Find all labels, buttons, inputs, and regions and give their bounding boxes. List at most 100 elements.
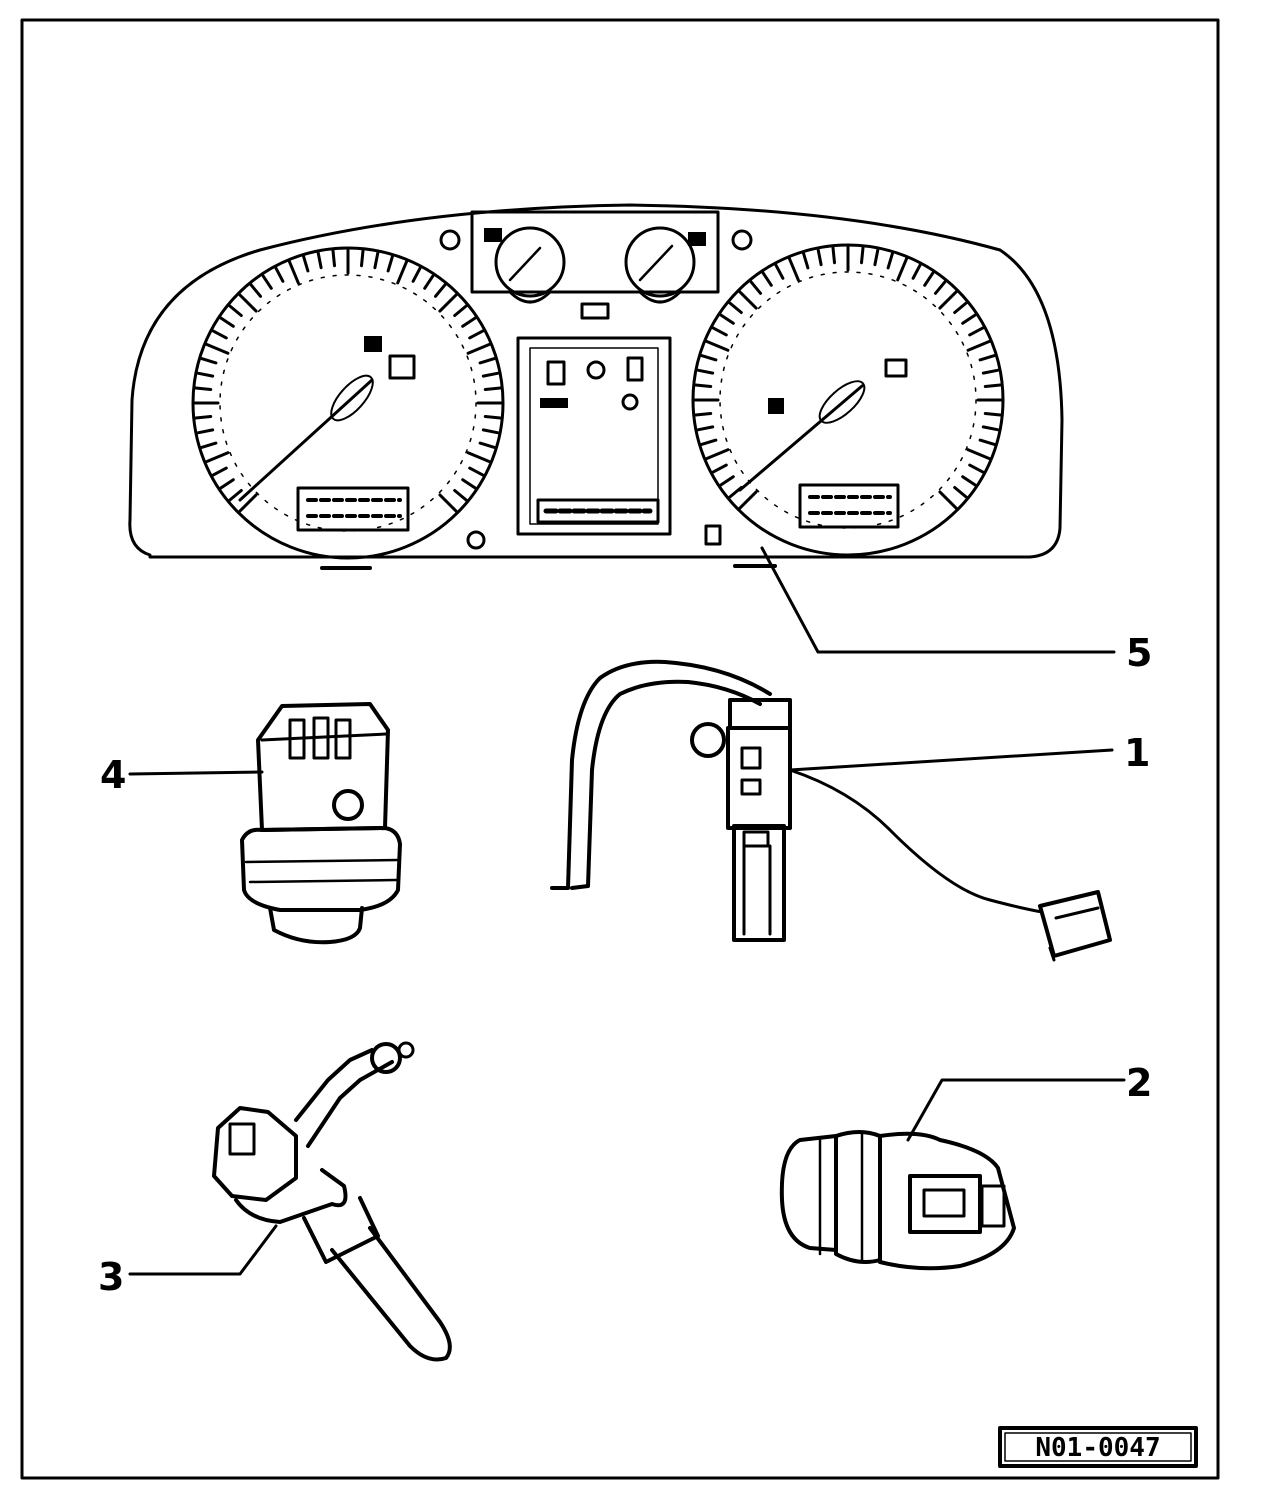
gauge-tick — [694, 412, 713, 417]
gauge-tick — [411, 266, 422, 283]
gauge-tick — [705, 339, 730, 352]
callout-label-4: 4 — [100, 753, 126, 797]
gauge-tick — [238, 293, 258, 313]
gauge-tick — [453, 489, 468, 502]
gauge-tick — [738, 490, 758, 510]
gauge-tick — [478, 357, 496, 365]
auxiliary-gauges — [470, 210, 720, 320]
gauge-tick — [761, 271, 773, 287]
instrument-cluster — [128, 203, 1064, 570]
gauge-tick — [453, 304, 468, 317]
gauge-tick — [966, 448, 991, 461]
gauge-tick — [466, 342, 491, 355]
gauge-tick — [711, 326, 728, 337]
gauge-tick — [953, 486, 968, 499]
gauge-tick — [238, 493, 258, 513]
gauge-tick — [802, 252, 810, 270]
gauge-tick — [953, 301, 968, 314]
gauge-tick — [860, 246, 865, 265]
gauge-tick — [468, 466, 485, 477]
gauge-tick — [205, 451, 230, 464]
gauge-tick — [331, 249, 336, 268]
gauge-tick — [938, 490, 958, 510]
part-1-sensor-with-cable — [550, 659, 1112, 962]
gauge-tick — [983, 412, 1002, 417]
gauge-tick — [981, 425, 1000, 432]
gauge-tick — [478, 441, 496, 449]
gauge-tick — [211, 466, 228, 477]
gauge-tick — [396, 260, 409, 285]
gauge-tick — [896, 257, 909, 282]
gauge-tick — [923, 271, 935, 287]
gauge-tick — [938, 290, 958, 310]
gauge-tick — [196, 428, 215, 435]
gauge-tick — [438, 293, 458, 313]
gauge-tick — [483, 415, 502, 420]
reference-code-box: N01-0047 — [998, 1426, 1198, 1468]
gauge-tick — [287, 260, 300, 285]
callout-label-1: 1 — [1124, 731, 1150, 775]
gauge-tick — [774, 263, 785, 280]
gauge-tick — [468, 329, 485, 340]
gauge-tick — [196, 371, 215, 378]
gauge-tick — [316, 251, 323, 270]
part-4-temperature-switch — [240, 702, 402, 945]
gauge-tick — [200, 357, 218, 365]
gauge-tick — [466, 451, 491, 464]
gauge-tick — [461, 478, 477, 490]
gauge-tick — [483, 386, 502, 391]
gauge-tick — [961, 475, 977, 487]
gauge-tick — [978, 438, 996, 446]
gauge-tick — [481, 428, 500, 435]
center-display — [516, 336, 672, 536]
gauge-tick — [302, 255, 310, 273]
gauge-tick — [968, 326, 985, 337]
gauge-tick — [983, 383, 1002, 388]
gauge-tick — [886, 252, 894, 270]
gauge-tick — [711, 463, 728, 474]
speedometer-gauge — [191, 246, 505, 560]
gauge-tick — [696, 368, 715, 375]
gauge-tick — [966, 339, 991, 352]
gauge-tick — [700, 438, 718, 446]
gauge-tick — [219, 316, 235, 328]
gauge-tick — [481, 371, 500, 378]
callout-label-5: 5 — [1126, 631, 1152, 675]
reference-code: N01-0047 — [1035, 1433, 1160, 1463]
gauge-tick — [738, 290, 758, 310]
gauge-tick — [719, 313, 735, 325]
gauge-tick — [219, 478, 235, 490]
gauge-tick — [749, 280, 762, 295]
gauge-tick — [373, 251, 380, 270]
gauge-tick — [423, 274, 435, 290]
gauge-tick — [205, 342, 230, 355]
gauge-tick — [228, 304, 243, 317]
gauge-tick — [274, 266, 285, 283]
gauge-tick — [261, 274, 273, 290]
gauge-tick — [700, 354, 718, 362]
part-2-sender-unit — [779, 1130, 1016, 1271]
leader-lines — [128, 546, 1126, 1276]
gauge-tick — [438, 493, 458, 513]
gauge-tick — [705, 448, 730, 461]
gauge-tick — [461, 316, 477, 328]
gauge-tick — [728, 301, 743, 314]
outer-frame — [20, 18, 1220, 1480]
callout-labels: 5 1 4 2 3 — [98, 631, 1152, 1299]
gauge-tick — [386, 255, 394, 273]
part-3-probe-sensor — [212, 1041, 452, 1362]
gauge-tick — [228, 489, 243, 502]
gauge-tick — [978, 354, 996, 362]
gauge-tick — [194, 415, 213, 420]
callout-label-3: 3 — [98, 1255, 124, 1299]
gauge-tick — [816, 248, 823, 267]
gauge-tick — [719, 475, 735, 487]
gauge-tick — [249, 283, 262, 298]
gauge-tick — [434, 283, 447, 298]
gauge-tick — [194, 386, 213, 391]
gauge-tick — [961, 313, 977, 325]
gauge-tick — [911, 263, 922, 280]
callout-label-2: 2 — [1126, 1061, 1152, 1105]
gauge-tick — [873, 248, 880, 267]
